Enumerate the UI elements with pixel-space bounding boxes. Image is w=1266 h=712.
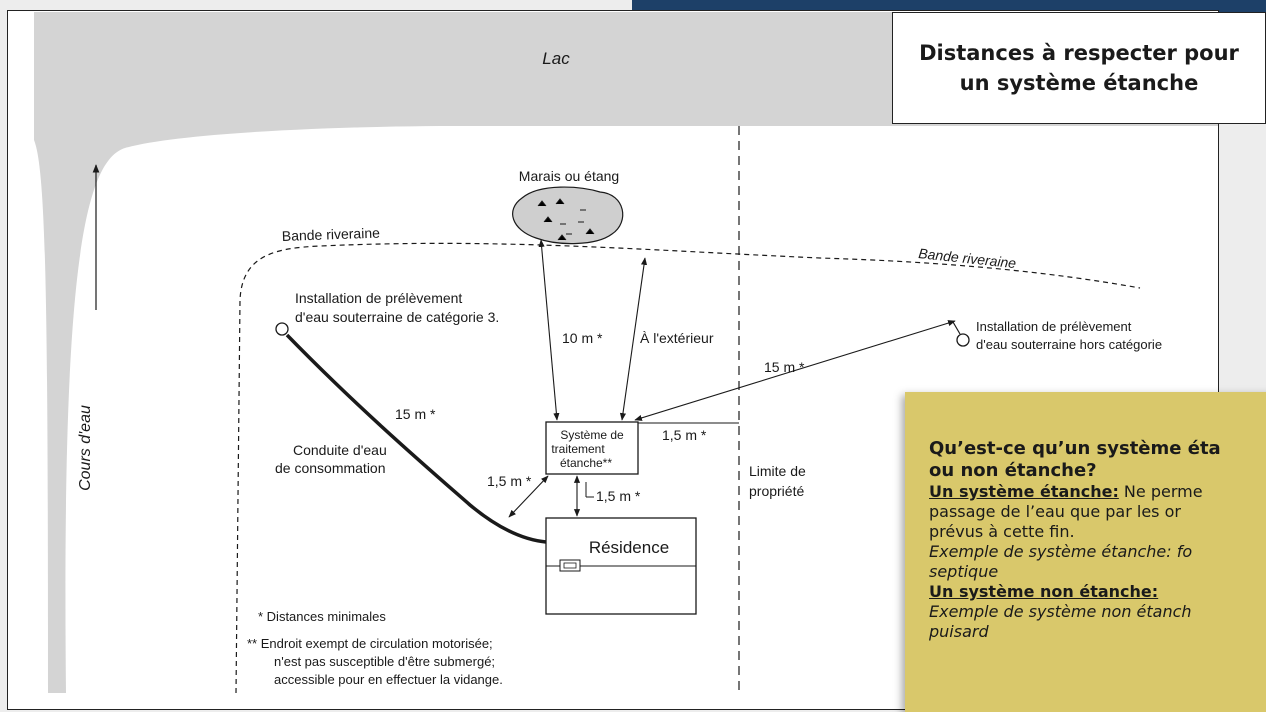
pipe-label-line1: Conduite d'eau	[293, 442, 387, 458]
title-line2: un système étanche	[959, 71, 1199, 95]
system-label-line2: traitement	[551, 442, 605, 456]
dist-pipe-arrow	[508, 475, 549, 518]
note-location-line3: accessible pour en effectuer la vidange.	[274, 672, 503, 687]
dist-pipe-label: 1,5 m *	[487, 473, 532, 489]
treatment-system-box	[545, 421, 639, 475]
system-label-line1: Système de	[560, 428, 624, 442]
riparian-strip-line	[235, 242, 1141, 693]
property-label-line2: propriété	[749, 483, 804, 499]
sealed-definition-line1: Un système étanche: Ne perme	[929, 482, 1266, 502]
well-out-of-category-icon	[956, 333, 970, 347]
dist-property-label: 1,5 m *	[662, 427, 707, 443]
note-minimum-distances: * Distances minimales	[258, 609, 386, 624]
dist-residence-label: 1,5 m *	[596, 488, 641, 504]
note-location-line1: ** Endroit exempt de circulation motoris…	[247, 636, 493, 651]
lake-label: Lac	[542, 49, 570, 68]
well-category3-icon	[275, 322, 289, 336]
sticky-note: Qu’est-ce qu’un système éta ou non étanc…	[905, 392, 1266, 712]
note-location-line2: n'est pas susceptible d'être submergé;	[274, 654, 495, 669]
unsealed-example1: Exemple de système non étanch	[929, 602, 1192, 621]
residence-label: Résidence	[589, 538, 669, 557]
drinking-water-pipe	[285, 333, 547, 544]
sealed-example1: Exemple de système étanche: fo	[929, 542, 1193, 561]
residence-entry-inner	[563, 562, 577, 569]
dist-well-hc-label: 15 m *	[764, 359, 805, 375]
sealed-text2: passage de l’eau que par les or	[929, 502, 1181, 521]
unsealed-example2: puisard	[929, 622, 989, 641]
property-label-line1: Limite de	[749, 463, 806, 479]
pipe-label-line2: de consommation	[275, 460, 386, 476]
marsh-label: Marais ou étang	[519, 168, 619, 184]
question-line2: ou non étanche?	[929, 460, 1097, 481]
sealed-text3: prévus à cette fin.	[929, 522, 1075, 541]
question-line1: Qu’est-ce qu’un système éta	[929, 438, 1221, 459]
dist-well-hc-arrow	[634, 320, 956, 421]
top-bar	[632, 0, 1266, 12]
unsealed-heading: Un système non étanche:	[929, 582, 1159, 601]
well-category3-label-line1: Installation de prélèvement	[295, 290, 462, 306]
title-box: Distances à respecter pour un système ét…	[892, 12, 1266, 124]
well-out-of-category-tick	[952, 321, 961, 335]
dist-marsh-arrow	[538, 239, 560, 421]
sealed-example2: septique	[929, 562, 999, 581]
well-out-of-category-label-line2: d'eau souterraine hors catégorie	[976, 337, 1162, 352]
sealed-text1: Ne perme	[1118, 482, 1203, 501]
system-label-line3: étanche**	[560, 456, 612, 470]
riparian-strip-label-right: Bande riveraine	[918, 245, 1017, 271]
sealed-heading: Un système étanche:	[929, 482, 1119, 501]
stream-label: Cours d'eau	[77, 405, 94, 491]
marsh-shape	[512, 186, 624, 245]
well-category3-label-line2: d'eau souterraine de catégorie 3.	[295, 309, 499, 325]
dist-outside-label: À l'extérieur	[640, 330, 714, 346]
well-out-of-category-label-line1: Installation de prélèvement	[976, 319, 1132, 334]
dist-marsh-label: 10 m *	[562, 330, 603, 346]
riparian-strip-label-left: Bande riveraine	[282, 225, 381, 244]
dist-well3-label: 15 m *	[395, 406, 436, 422]
dist-outside-arrow	[619, 257, 648, 421]
marsh-grass-icon	[537, 198, 595, 241]
title-line1: Distances à respecter pour	[919, 41, 1239, 65]
